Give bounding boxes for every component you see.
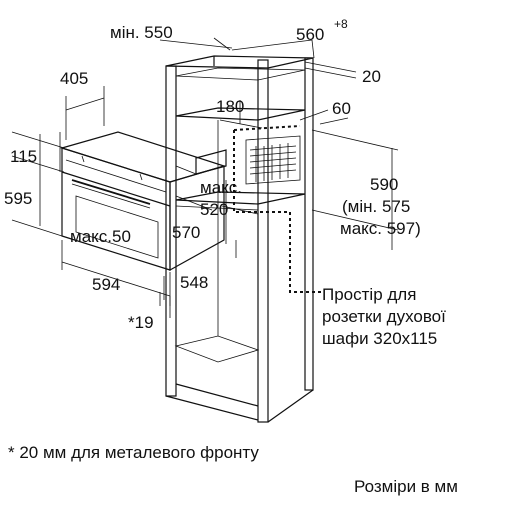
label-vent-depth: 60 bbox=[332, 99, 351, 118]
label-niche-depth-min: мін. 550 bbox=[110, 23, 173, 42]
label-panel-height: 115 bbox=[10, 147, 37, 166]
socket-note-line-3: шафи 320x115 bbox=[322, 329, 437, 348]
dimension-lines bbox=[11, 37, 399, 318]
label-vent-width: 180 bbox=[216, 97, 244, 116]
units-note: Розміри в мм bbox=[354, 477, 458, 496]
label-controls-max-value: 520 bbox=[200, 200, 228, 219]
label-niche-height: 590 bbox=[370, 175, 398, 194]
label-niche-width-tolerance: +8 bbox=[334, 17, 348, 31]
label-body-width: 548 bbox=[180, 273, 208, 292]
footnote: * 20 мм для металевого фронту bbox=[8, 443, 259, 462]
label-controls-max: макс. bbox=[200, 178, 242, 197]
cabinet bbox=[165, 55, 314, 423]
vent-opening bbox=[245, 135, 301, 185]
socket-space-outline bbox=[233, 130, 322, 293]
label-top-gap: 20 bbox=[362, 67, 381, 86]
label-door-offset-max: макс.50 bbox=[70, 227, 131, 246]
socket-note-line-2: розетки духової bbox=[322, 307, 446, 326]
socket-space-top bbox=[233, 125, 301, 131]
label-niche-height-max: макс. 597) bbox=[340, 219, 421, 238]
oven bbox=[59, 131, 227, 272]
socket-note-line-1: Простір для bbox=[322, 285, 416, 304]
label-oven-width: 594 bbox=[92, 275, 120, 294]
label-oven-height: 595 bbox=[4, 189, 32, 208]
label-niche-height-min: (мін. 575 bbox=[342, 197, 410, 216]
label-niche-width: 560 bbox=[296, 25, 324, 44]
label-oven-depth: 405 bbox=[60, 69, 88, 88]
label-front-note-ref: *19 bbox=[128, 313, 154, 332]
label-body-height: 570 bbox=[172, 223, 200, 242]
